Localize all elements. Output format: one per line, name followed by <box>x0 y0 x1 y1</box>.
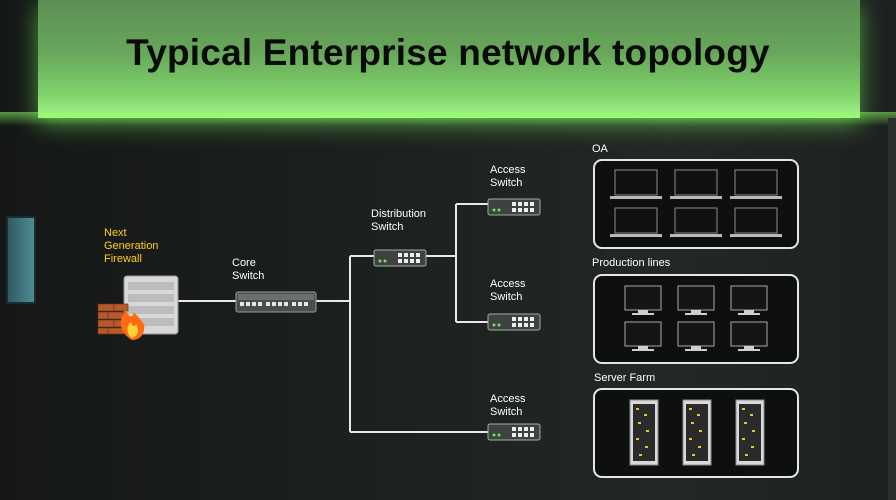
oa-group-label: OA <box>592 143 608 155</box>
monitor-icon <box>677 285 715 315</box>
core-switch-label: Core Switch <box>232 257 265 282</box>
right-edge <box>888 118 896 500</box>
monitor-icon <box>624 285 662 315</box>
laptop-icon <box>670 207 722 237</box>
server-rack-icon <box>629 399 659 466</box>
laptop-icon <box>610 169 662 199</box>
banner-glow <box>0 112 896 126</box>
access-switch-mid-label: Access Switch <box>490 278 526 303</box>
monitor-icon <box>730 285 768 315</box>
title-banner <box>38 0 860 118</box>
firewall-label: Next Generation Firewall <box>104 227 159 265</box>
laptop-icon <box>670 169 722 199</box>
laptop-icon <box>610 207 662 237</box>
production-group-label: Production lines <box>592 257 671 269</box>
distribution-switch-label: Distribution Switch <box>371 208 427 233</box>
access-switch-bottom-label: Access Switch <box>490 393 526 418</box>
side-door <box>6 216 36 304</box>
server-farm-group-label: Server Farm <box>594 372 656 384</box>
server-rack-icon <box>682 399 712 466</box>
laptop-icon <box>730 207 782 237</box>
access-switch-top-label: Access Switch <box>490 164 526 189</box>
monitor-icon <box>677 321 715 351</box>
monitor-icon <box>624 321 662 351</box>
monitor-icon <box>730 321 768 351</box>
page-title: Typical Enterprise network topology <box>126 32 770 73</box>
laptop-icon <box>730 169 782 199</box>
server-rack-icon <box>735 399 765 466</box>
